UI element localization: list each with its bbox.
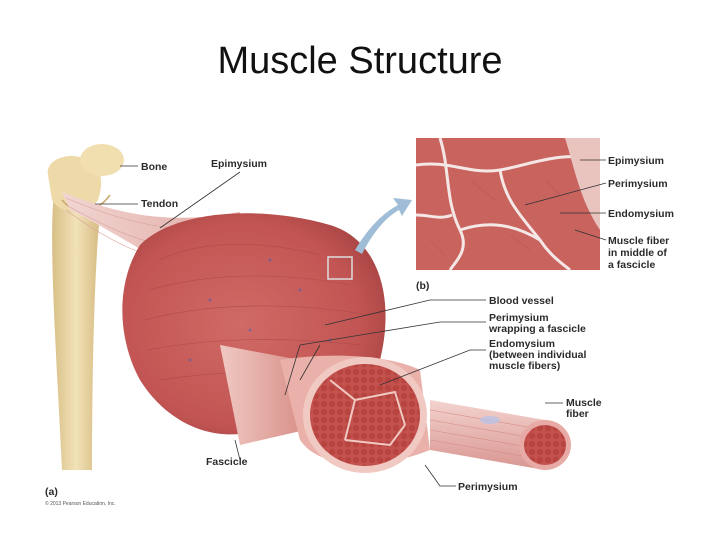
label-fascicle: Fascicle [206, 456, 248, 468]
label-b-muscle-fiber-3: a fascicle [608, 259, 655, 271]
label-b-endomysium: Endomysium [608, 208, 674, 220]
muscle-fiber-illustration [430, 400, 545, 470]
bone-illustration [47, 144, 124, 470]
slide-title: Muscle Structure [217, 40, 503, 82]
label-b-muscle-fiber-2: in middle of [608, 247, 667, 259]
label-perimysium-wrap-1: Perimysium [489, 312, 549, 324]
magnify-arrow [355, 198, 412, 254]
micrograph-panel [415, 137, 601, 272]
panel-b-label: (b) [416, 280, 429, 292]
label-muscle-fiber-2: fiber [566, 408, 589, 420]
label-perimysium: Perimysium [458, 481, 518, 493]
panel-a-label: (a) [45, 486, 58, 498]
label-b-perimysium: Perimysium [608, 178, 668, 190]
magnified-region-box [327, 256, 353, 280]
label-endomysium-3: muscle fibers) [489, 360, 560, 372]
label-tendon: Tendon [141, 198, 178, 210]
copyright-text: © 2013 Pearson Education, Inc. [45, 500, 116, 507]
label-b-epimysium: Epimysium [608, 155, 664, 167]
label-endomysium-1: Endomysium [489, 338, 555, 350]
label-bone: Bone [141, 161, 167, 173]
label-blood-vessel: Blood vessel [489, 295, 554, 307]
label-b-muscle-fiber-1: Muscle fiber [608, 235, 669, 247]
label-perimysium-wrap-2: wrapping a fascicle [488, 323, 586, 335]
label-muscle-fiber-1: Muscle [566, 397, 602, 409]
label-endomysium-2: (between individual [489, 349, 587, 361]
label-epimysium: Epimysium [211, 158, 267, 170]
